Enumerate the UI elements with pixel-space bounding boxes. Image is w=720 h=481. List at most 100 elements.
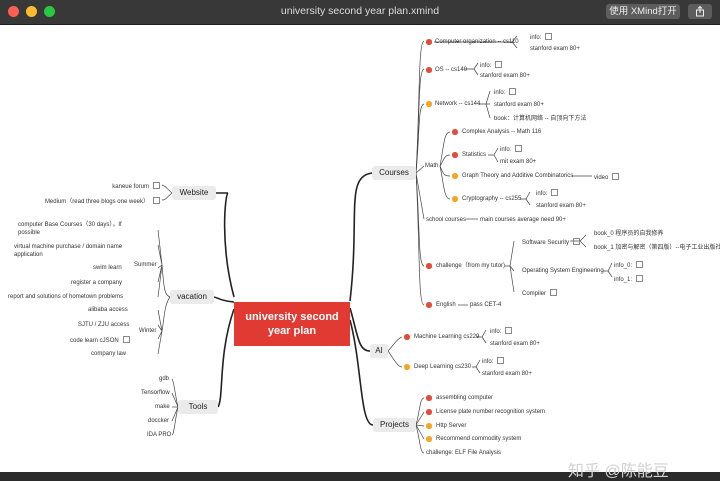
tools-node[interactable]: Tools — [178, 400, 218, 414]
link-icon[interactable] — [495, 61, 503, 68]
website-1-label: kaneue forum — [112, 184, 149, 190]
node-os-exam[interactable]: stanford exam 80+ — [480, 73, 530, 79]
node-english-desc[interactable]: pass CET-4 — [470, 302, 502, 308]
node-ml-info[interactable]: info: — [490, 326, 513, 336]
ai-node[interactable]: AI — [370, 344, 388, 358]
node-info-1[interactable]: info_1: — [614, 274, 644, 284]
node-book-0[interactable]: book_0 程序员的自我修养 — [594, 231, 664, 237]
share-button[interactable] — [688, 4, 712, 19]
link-icon[interactable] — [509, 88, 517, 95]
node-winter-3[interactable]: code learn cJSON — [70, 335, 130, 345]
link-icon[interactable] — [551, 189, 559, 196]
website-node[interactable]: Website — [172, 186, 216, 200]
node-school-desc[interactable]: main courses average need 90+ — [480, 217, 566, 223]
node-winter-2[interactable]: SJTU / ZJU access — [78, 322, 130, 328]
node-network[interactable]: Network -- cs144 — [435, 101, 481, 107]
link-icon[interactable] — [515, 145, 523, 152]
node-crypto-exam[interactable]: stanford exam 80+ — [536, 203, 586, 209]
node-tool-4[interactable]: doccker — [148, 418, 170, 424]
link-icon[interactable] — [497, 357, 505, 364]
node-school-courses[interactable]: school courses — [426, 217, 467, 223]
link-icon[interactable] — [612, 173, 620, 180]
link-icon[interactable] — [153, 182, 160, 189]
link-icon[interactable] — [153, 197, 160, 204]
node-statistics[interactable]: Statistics — [462, 152, 487, 158]
node-os-engineering[interactable]: Operating System Engineering — [522, 268, 604, 274]
link-icon[interactable] — [550, 289, 558, 296]
node-net-book[interactable]: book：计算机网络 -- 自顶向下方法 — [494, 116, 587, 122]
node-summer-3[interactable]: swim learn — [93, 265, 122, 271]
open-with-xmind-button[interactable]: 使用 XMind打开 — [606, 4, 680, 19]
node-tool-5[interactable]: IDA PRO — [147, 432, 172, 438]
node-ml-exam[interactable]: stanford exam 80+ — [490, 341, 540, 347]
node-co-info[interactable]: info: — [530, 32, 553, 42]
node-tool-2[interactable]: Tensorflow — [141, 390, 170, 396]
node-summer-4[interactable]: register a company — [71, 280, 123, 286]
watermark: 知乎 @陈能豆 — [568, 463, 669, 480]
node-project-5[interactable]: challenge: ELF File Analysis — [426, 450, 502, 456]
link-icon[interactable] — [545, 33, 553, 40]
node-project-3[interactable]: Http Server — [436, 423, 467, 429]
zoom-window-button[interactable] — [44, 6, 55, 17]
projects-node[interactable]: Projects — [373, 418, 416, 432]
node-project-2[interactable]: License plate number recognition system — [436, 409, 546, 415]
vacation-node[interactable]: vacation — [170, 290, 214, 304]
node-dl-info[interactable]: info: — [482, 356, 505, 366]
node-project-4[interactable]: Recommend commodity system — [436, 436, 522, 442]
node-website-1[interactable]: kaneue forum — [112, 181, 160, 191]
node-machine-learning[interactable]: Machine Learning cs229 — [414, 334, 480, 340]
minimize-window-button[interactable] — [26, 6, 37, 17]
node-book-1[interactable]: book_1 加密与解密（第四版）--电子工业出版社 — [594, 245, 720, 251]
link-icon[interactable] — [122, 336, 130, 343]
node-co-exam[interactable]: stanford exam 80+ — [530, 46, 580, 52]
node-tool-1[interactable]: gdb — [159, 376, 170, 382]
info-0-label: info_0: — [614, 263, 633, 269]
node-net-exam[interactable]: stanford exam 80+ — [494, 102, 544, 108]
courses-node[interactable]: Courses — [372, 166, 416, 180]
node-graph-theory[interactable]: Graph Theory and Additive Combinatorics — [462, 173, 574, 179]
node-stat-info[interactable]: info: — [500, 144, 523, 154]
node-winter-1[interactable]: alibaba access — [88, 307, 128, 313]
os-info-label: info: — [480, 63, 492, 69]
node-challenge[interactable]: challenge（from my tutor) — [436, 263, 506, 269]
node-cryptography[interactable]: Cryptography -- cs255 — [462, 196, 522, 202]
node-os-info[interactable]: info: — [480, 60, 503, 70]
node-info-0[interactable]: info_0: — [614, 260, 644, 270]
node-project-1[interactable]: assembling computer — [436, 395, 494, 401]
node-winter-4[interactable]: company law — [91, 351, 127, 357]
crypto-info-label: info: — [536, 191, 548, 197]
node-crypto-info[interactable]: info: — [536, 188, 559, 198]
node-os[interactable]: OS -- cs140 — [435, 67, 468, 73]
node-summer[interactable]: Summer — [134, 262, 157, 268]
node-winter[interactable]: Winter — [139, 328, 157, 334]
link-icon[interactable] — [573, 238, 581, 245]
close-window-button[interactable] — [8, 6, 19, 17]
node-net-info[interactable]: info: — [494, 87, 517, 97]
node-software-security[interactable]: Software Security — [522, 237, 581, 247]
priority-high-icon — [426, 302, 432, 308]
priority-high-icon — [426, 39, 432, 45]
node-tool-3[interactable]: make — [155, 404, 170, 410]
link-icon[interactable] — [636, 275, 644, 282]
priority-high-icon — [426, 67, 432, 73]
node-stat-exam[interactable]: mit exam 80+ — [500, 159, 537, 165]
summer-1-line-2: possible — [18, 230, 41, 236]
node-math[interactable]: Math — [425, 163, 439, 169]
node-compiler[interactable]: Compiler — [522, 288, 558, 298]
node-gt-video[interactable]: video — [594, 172, 620, 182]
node-english[interactable]: English — [436, 302, 456, 308]
node-dl-exam[interactable]: stanford exam 80+ — [482, 371, 532, 377]
link-icon[interactable] — [505, 327, 513, 334]
priority-high-icon — [404, 334, 410, 340]
node-website-2[interactable]: Medium（read three blogs one week） — [45, 196, 160, 206]
node-summer-5[interactable]: report and solutions of hometown problem… — [8, 294, 124, 300]
node-computer-organization[interactable]: Computer organization -- cs110 — [435, 39, 519, 45]
node-complex-analysis[interactable]: Complex Analysis -- Math 116 — [462, 129, 542, 135]
node-deep-learning[interactable]: Deep Learning cs230 — [414, 364, 472, 370]
root-title-line-1: university second — [245, 311, 339, 323]
link-icon[interactable] — [636, 261, 644, 268]
